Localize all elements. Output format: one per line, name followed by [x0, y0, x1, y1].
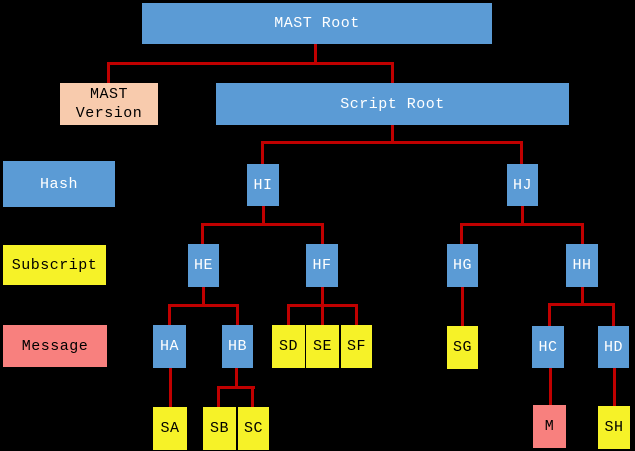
node-hb: HB	[222, 325, 253, 368]
edge-to-sd	[287, 304, 290, 325]
node-hj: HJ	[507, 164, 538, 206]
edge-to-hd	[612, 303, 615, 326]
edge-to-hc	[548, 303, 551, 326]
edge-script-root-drop	[391, 125, 394, 144]
node-legend-hash: Hash	[3, 161, 115, 207]
edge-hf-children-bar	[287, 304, 358, 307]
edge-root-children-bar	[107, 62, 394, 65]
edge-hh-children-bar	[548, 303, 615, 306]
edge-to-hj	[520, 141, 523, 164]
node-hi: HI	[247, 164, 279, 206]
edge-script-children-bar	[261, 141, 523, 144]
edge-hj-children-bar	[460, 223, 584, 226]
node-sg: SG	[447, 326, 478, 369]
node-m: M	[533, 405, 566, 448]
edge-hc-drop-to-m	[549, 368, 552, 406]
edge-to-sb	[217, 386, 220, 407]
node-sf: SF	[341, 325, 372, 368]
edge-to-ha	[168, 304, 171, 325]
node-legend-subscript: Subscript	[3, 245, 106, 285]
edge-he-children-bar	[168, 304, 239, 307]
node-mast-version: MAST Version	[60, 83, 158, 125]
node-hg: HG	[447, 244, 478, 287]
edge-hb-drop	[235, 368, 238, 389]
edge-hi-children-bar	[201, 223, 324, 226]
node-sd: SD	[272, 325, 305, 368]
edge-to-hb	[236, 304, 239, 325]
node-sb: SB	[203, 407, 236, 450]
edge-mast-root-drop	[314, 44, 317, 65]
edge-to-hg	[460, 223, 463, 244]
node-he: HE	[188, 244, 219, 287]
node-ha: HA	[153, 325, 186, 368]
node-legend-message: Message	[3, 325, 107, 367]
edge-to-he	[201, 223, 204, 244]
edge-to-hi	[261, 141, 264, 164]
edge-hi-drop	[262, 206, 265, 226]
edge-hg-drop-to-sg	[461, 287, 464, 326]
node-sh: SH	[598, 406, 630, 449]
edge-to-mast-version	[107, 62, 110, 83]
edge-to-sf	[355, 304, 358, 325]
edge-hd-drop-to-sh	[613, 368, 616, 406]
edge-he-drop	[202, 287, 205, 307]
node-hf: HF	[306, 244, 338, 287]
node-hc: HC	[532, 326, 564, 368]
node-mast-root: MAST Root	[142, 3, 492, 44]
edge-hh-drop	[581, 287, 584, 306]
node-script-root: Script Root	[216, 83, 569, 125]
edge-to-sc	[251, 386, 254, 407]
node-sa: SA	[153, 407, 187, 450]
edge-to-hf	[321, 223, 324, 244]
edge-ha-drop-to-sa	[169, 368, 172, 407]
edge-hj-drop	[521, 206, 524, 226]
node-sc: SC	[238, 407, 269, 450]
edge-to-script-root	[391, 62, 394, 83]
node-hd: HD	[598, 326, 629, 368]
node-hh: HH	[566, 244, 598, 287]
edge-hb-children-bar	[217, 386, 255, 389]
node-se: SE	[306, 325, 339, 368]
edge-to-hh	[581, 223, 584, 244]
